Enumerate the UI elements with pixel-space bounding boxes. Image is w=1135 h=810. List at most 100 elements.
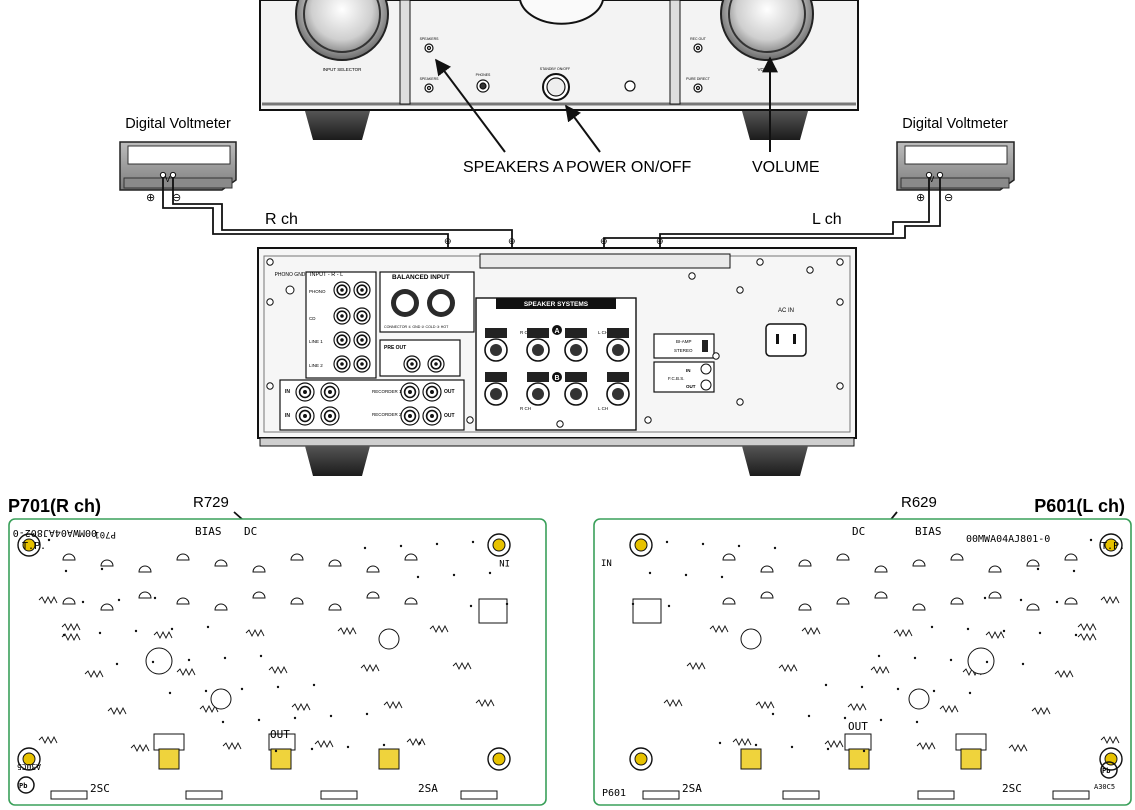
transistor: [252, 565, 266, 573]
rca-inputs: [333, 281, 371, 373]
resistor: [663, 698, 683, 708]
transistor: [1026, 603, 1040, 611]
via: [346, 745, 350, 749]
bi-amp-label: BI-AMP: [676, 339, 692, 344]
rca-recorder: [295, 382, 442, 426]
resistor: [38, 595, 58, 605]
resistor: [1054, 669, 1074, 679]
rca-pin: [340, 338, 344, 342]
recorder2-label: RECORDER 2: [372, 412, 402, 417]
ic-package: [844, 733, 872, 751]
via: [985, 660, 989, 664]
meter-left-plus: ⊕: [146, 192, 155, 204]
transistor: [366, 565, 380, 573]
spk-a-letter: A: [554, 328, 559, 335]
transistor: [798, 559, 812, 567]
rec-in-label-1: IN: [285, 389, 290, 395]
terminal-core: [570, 344, 582, 356]
via: [206, 625, 210, 629]
connector: [782, 790, 820, 800]
pcb-right-components: [629, 533, 1123, 800]
rca-pin: [340, 314, 344, 318]
pcb-right-resistor-label: R629: [901, 494, 937, 511]
front-panel: INPUT SELECTOR VOLUME SPEAKERS SPEAKERS …: [259, 0, 859, 140]
via: [64, 569, 68, 573]
mount-hole-pad: [22, 752, 36, 766]
terminal-cap: [527, 328, 549, 338]
terminal-core: [490, 344, 502, 356]
transistor: [1064, 597, 1078, 605]
via: [1089, 538, 1093, 542]
via: [720, 575, 724, 579]
voltmeter-left-unit: V: [165, 175, 171, 184]
via: [115, 662, 119, 666]
speaker-systems-banner: [496, 298, 616, 309]
front-jacks: [424, 43, 703, 93]
capacitor: [378, 628, 400, 650]
transistor: [214, 603, 228, 611]
speaker-systems-label: SPEAKER SYSTEMS: [524, 301, 589, 308]
pcb-right-pb-mark: [1100, 761, 1118, 779]
via: [98, 631, 102, 635]
speakers-a-callout: SPEAKERS A: [463, 159, 564, 176]
via: [860, 685, 864, 689]
transistor: [760, 565, 774, 573]
resistor: [1077, 622, 1097, 632]
terminal-core: [612, 344, 624, 356]
pcb-left-tp: T.P.: [22, 541, 46, 552]
terminal-cap: [565, 372, 587, 382]
screw: [712, 352, 720, 360]
mount-hole-pad: [1104, 538, 1118, 552]
via: [932, 689, 936, 693]
transistor: [874, 591, 888, 599]
capacitor: [908, 688, 930, 710]
via: [913, 656, 917, 660]
via: [274, 749, 278, 753]
via: [363, 546, 367, 550]
via: [117, 598, 121, 602]
wire-r-minus: ⊖: [508, 236, 516, 246]
screw: [466, 416, 474, 424]
spk-b-letter: B: [554, 375, 559, 382]
via: [966, 627, 970, 631]
rca-ring: [425, 385, 439, 399]
via: [701, 542, 705, 546]
pre-out-label: PRE OUT: [384, 345, 406, 351]
rca-pin: [360, 288, 364, 292]
resistor: [291, 702, 311, 712]
voltmeter-left-title: Digital Voltmeter: [125, 116, 231, 132]
resistor: [176, 667, 196, 677]
pcb-left-in: IN: [499, 557, 510, 567]
via: [754, 743, 758, 747]
via: [435, 542, 439, 546]
resistor: [732, 737, 752, 747]
pcb-left-out: OUT: [270, 728, 290, 741]
via: [1038, 631, 1042, 635]
pcb-left-pb: Pb: [19, 782, 27, 790]
terminal-core: [490, 388, 502, 400]
rec-out-label-1: OUT: [444, 389, 455, 395]
center-display: [519, 0, 604, 25]
spk-b-badge: [552, 372, 562, 382]
front-foot-right: [742, 111, 808, 140]
line2-label: LINE 2: [309, 363, 323, 368]
resistor: [893, 628, 913, 638]
resistor: [314, 739, 334, 749]
via: [1072, 569, 1076, 573]
via: [1074, 633, 1078, 637]
spk-a-lch: L CH: [598, 330, 608, 335]
transistor: [214, 559, 228, 567]
rca-pin: [360, 338, 364, 342]
line1-label: LINE 1: [309, 339, 323, 344]
transistor: [836, 597, 850, 605]
balanced-input-label: BALANCED INPUT: [392, 274, 450, 281]
rca-ring: [336, 284, 348, 296]
transistor: [62, 553, 76, 561]
resistor: [153, 630, 173, 640]
mount-hole-pad: [492, 538, 506, 552]
resistor: [268, 665, 288, 675]
screw: [836, 298, 844, 306]
via: [100, 567, 104, 571]
resistor: [38, 735, 58, 745]
via: [310, 747, 314, 751]
